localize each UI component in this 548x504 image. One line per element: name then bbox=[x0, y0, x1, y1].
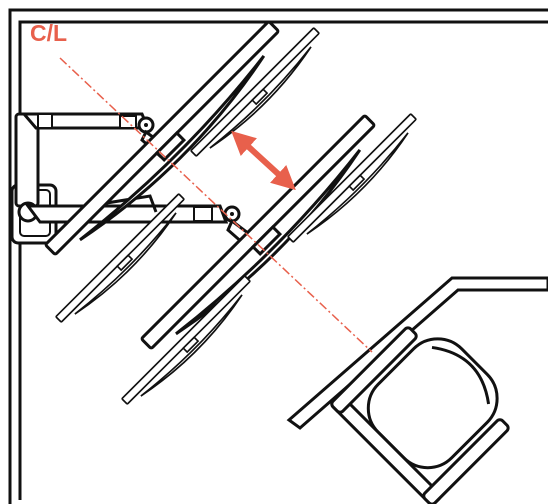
centerline-label: C/L bbox=[30, 20, 68, 46]
desk-return bbox=[286, 276, 548, 430]
desk-outline bbox=[18, 20, 548, 500]
wall-clamp bbox=[10, 112, 58, 245]
desk-edge bbox=[8, 8, 548, 504]
office-chair-icon bbox=[330, 326, 510, 504]
double-arrow-icon bbox=[231, 130, 296, 191]
centerline bbox=[59, 57, 373, 353]
